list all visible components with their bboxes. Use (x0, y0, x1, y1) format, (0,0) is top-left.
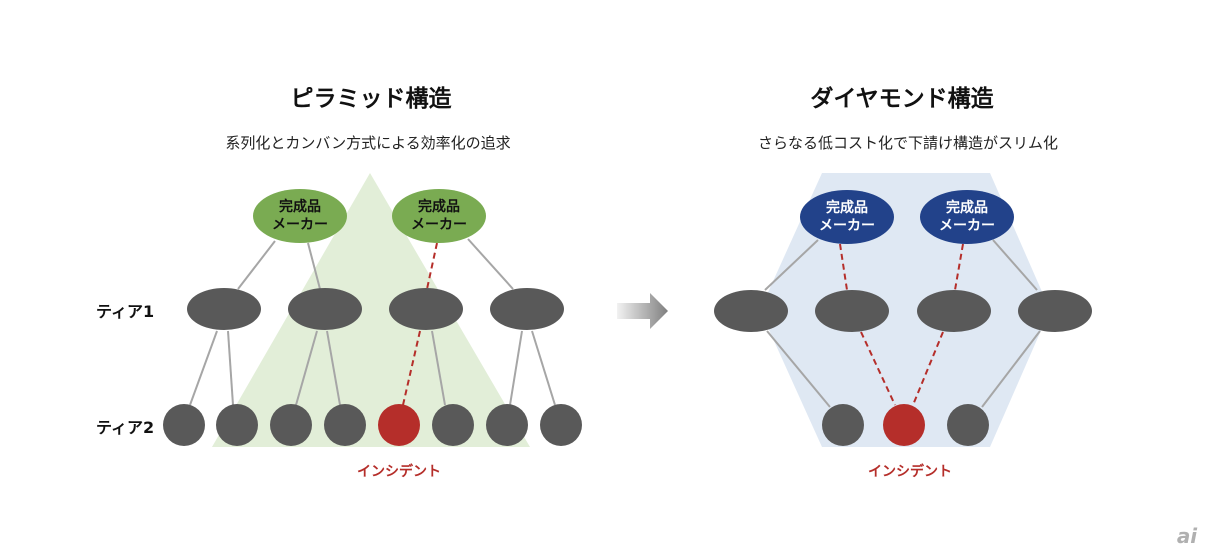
pyramid-links (189, 238, 556, 406)
incident-label: インシデント (357, 463, 441, 480)
svg-text:メーカー: メーカー (272, 217, 328, 233)
tier1-nodes (714, 290, 1092, 332)
svg-text:完成品: 完成品 (418, 198, 460, 215)
svg-text:完成品: 完成品 (826, 199, 868, 216)
maker-node: 完成品 メーカー (253, 189, 347, 243)
svg-text:メーカー: メーカー (411, 217, 467, 233)
pyramid-subtitle: 系列化とカンバン方式による効率化の追求 (225, 134, 510, 152)
svg-text:メーカー: メーカー (939, 218, 995, 234)
tier1-label: ティア1 (96, 302, 154, 321)
ai-logo: ai (1177, 524, 1198, 548)
diamond-subtitle: さらなる低コスト化で下請け構造がスリム化 (758, 134, 1058, 152)
incident-label: インシデント (868, 463, 952, 480)
tier1-nodes (187, 288, 564, 330)
maker-node: 完成品 メーカー (920, 190, 1014, 244)
maker-node: 完成品 メーカー (800, 190, 894, 244)
pyramid-title: ピラミッド構造 (291, 86, 453, 112)
pyramid-background (212, 173, 530, 447)
svg-text:完成品: 完成品 (946, 199, 988, 216)
maker-node: 完成品 メーカー (392, 189, 486, 243)
svg-text:完成品: 完成品 (279, 198, 321, 215)
tier2-nodes (163, 404, 582, 446)
svg-text:メーカー: メーカー (819, 218, 875, 234)
incident-node (378, 404, 420, 446)
tier2-label: ティア2 (96, 418, 154, 437)
diamond-title: ダイヤモンド構造 (810, 85, 994, 112)
incident-node (883, 404, 925, 446)
diamond-links (764, 239, 1041, 408)
arrow-right-icon (617, 293, 668, 329)
tier2-nodes (822, 404, 989, 446)
